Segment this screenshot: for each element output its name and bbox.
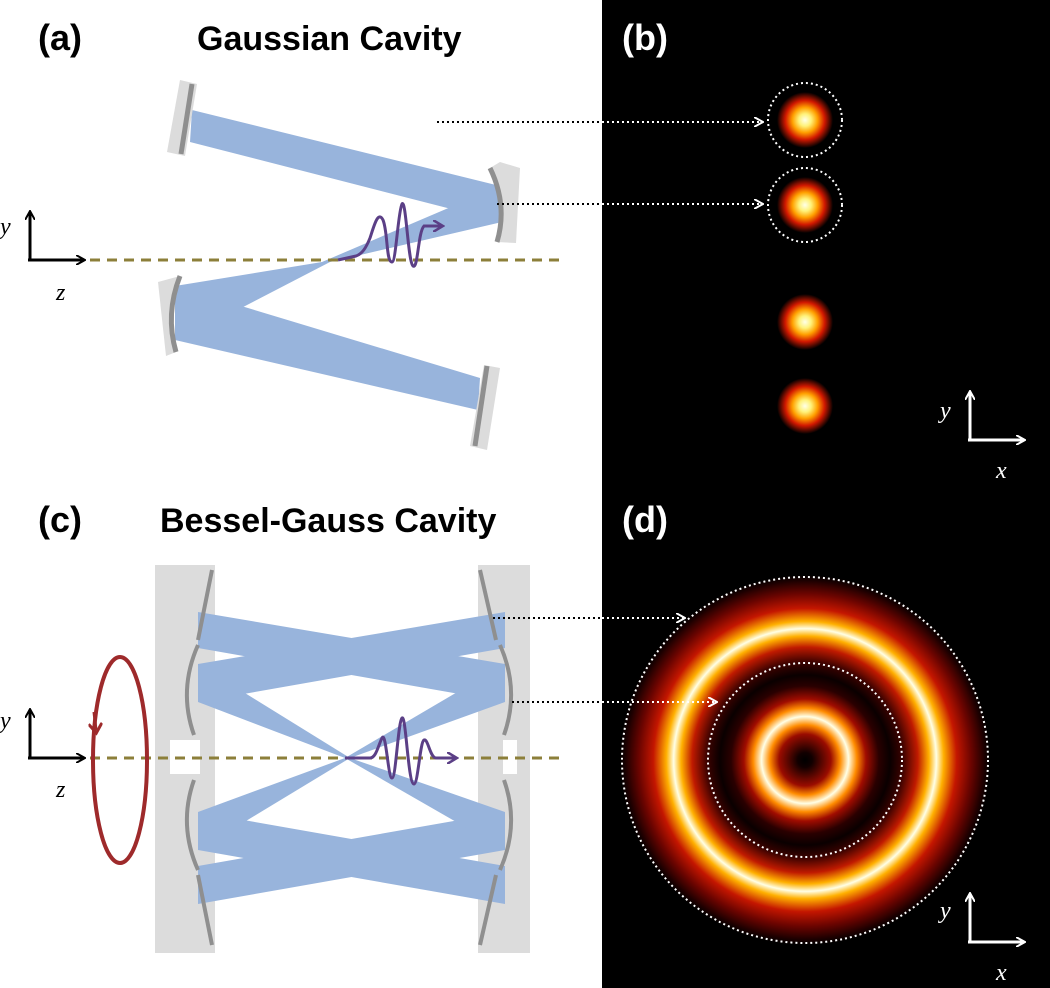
spot-outline <box>767 167 843 243</box>
beam-bg-7 <box>345 664 505 758</box>
panel-b: (b) y x <box>602 17 1024 484</box>
coordinate-axes-icon: y x <box>938 392 1024 484</box>
mirror-left-curved <box>158 275 183 356</box>
axis-y-label: y <box>0 214 11 240</box>
panel-b-label: (b) <box>622 17 668 58</box>
pulse-wave-icon <box>345 716 456 786</box>
axis-y-label: y <box>0 708 11 734</box>
mirror-top-left <box>167 80 197 156</box>
coordinate-axes-icon: y x <box>938 894 1024 986</box>
spot-outline <box>767 82 843 158</box>
axis-y-label: y <box>938 398 951 424</box>
panel-a-title: Gaussian Cavity <box>197 20 462 58</box>
gaussian-spot <box>777 92 833 148</box>
gaussian-spot <box>777 378 833 434</box>
axis-x-label: x <box>995 960 1007 986</box>
coordinate-axes-icon: y z <box>0 212 84 306</box>
axis-z-label: z <box>55 280 66 306</box>
bessel-gauss-rings <box>620 575 990 945</box>
panel-c-title: Bessel-Gauss Cavity <box>160 502 496 540</box>
panel-d-label: (d) <box>622 499 668 540</box>
beam-bottom <box>175 286 480 410</box>
axis-z-label: z <box>55 777 66 803</box>
panel-d: (d) y x <box>602 499 1024 986</box>
ring-outline-inner <box>707 662 903 858</box>
coordinate-axes-icon: y z <box>0 708 84 803</box>
axis-y-label: y <box>938 898 951 924</box>
panel-a-label: (a) <box>38 17 82 58</box>
beam-bg-6 <box>198 812 505 904</box>
beam-bg-3 <box>198 664 350 758</box>
mirror-bottom-right <box>470 365 500 450</box>
mirror-right-curved <box>487 162 520 243</box>
beam-top <box>190 110 502 222</box>
panel-c-label: (c) <box>38 499 82 540</box>
beam-bg-8 <box>345 758 505 850</box>
beam-bg-2 <box>198 612 505 702</box>
gaussian-spot <box>777 177 833 233</box>
pulse-wave-icon <box>337 202 442 268</box>
panel-c: (c) Bessel-Gauss Cavity <box>0 499 602 953</box>
ring-outline-outer <box>621 576 989 944</box>
axis-x-label: x <box>995 458 1007 484</box>
rotation-arrow-icon <box>93 655 149 865</box>
gaussian-spot <box>777 294 833 350</box>
panel-a: (a) Gaussian Cavity <box>0 17 760 450</box>
